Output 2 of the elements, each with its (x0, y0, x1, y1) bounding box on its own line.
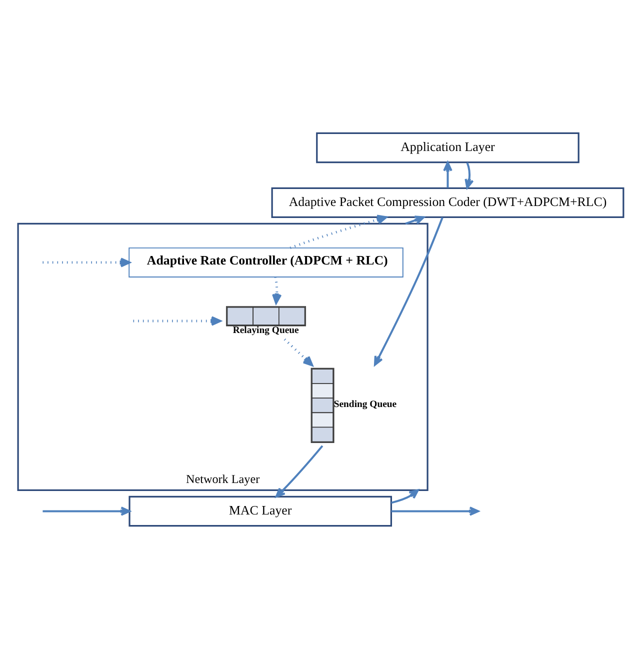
node-label: Sending Queue (334, 398, 397, 410)
node-label: Relaying Queue (232, 324, 299, 336)
